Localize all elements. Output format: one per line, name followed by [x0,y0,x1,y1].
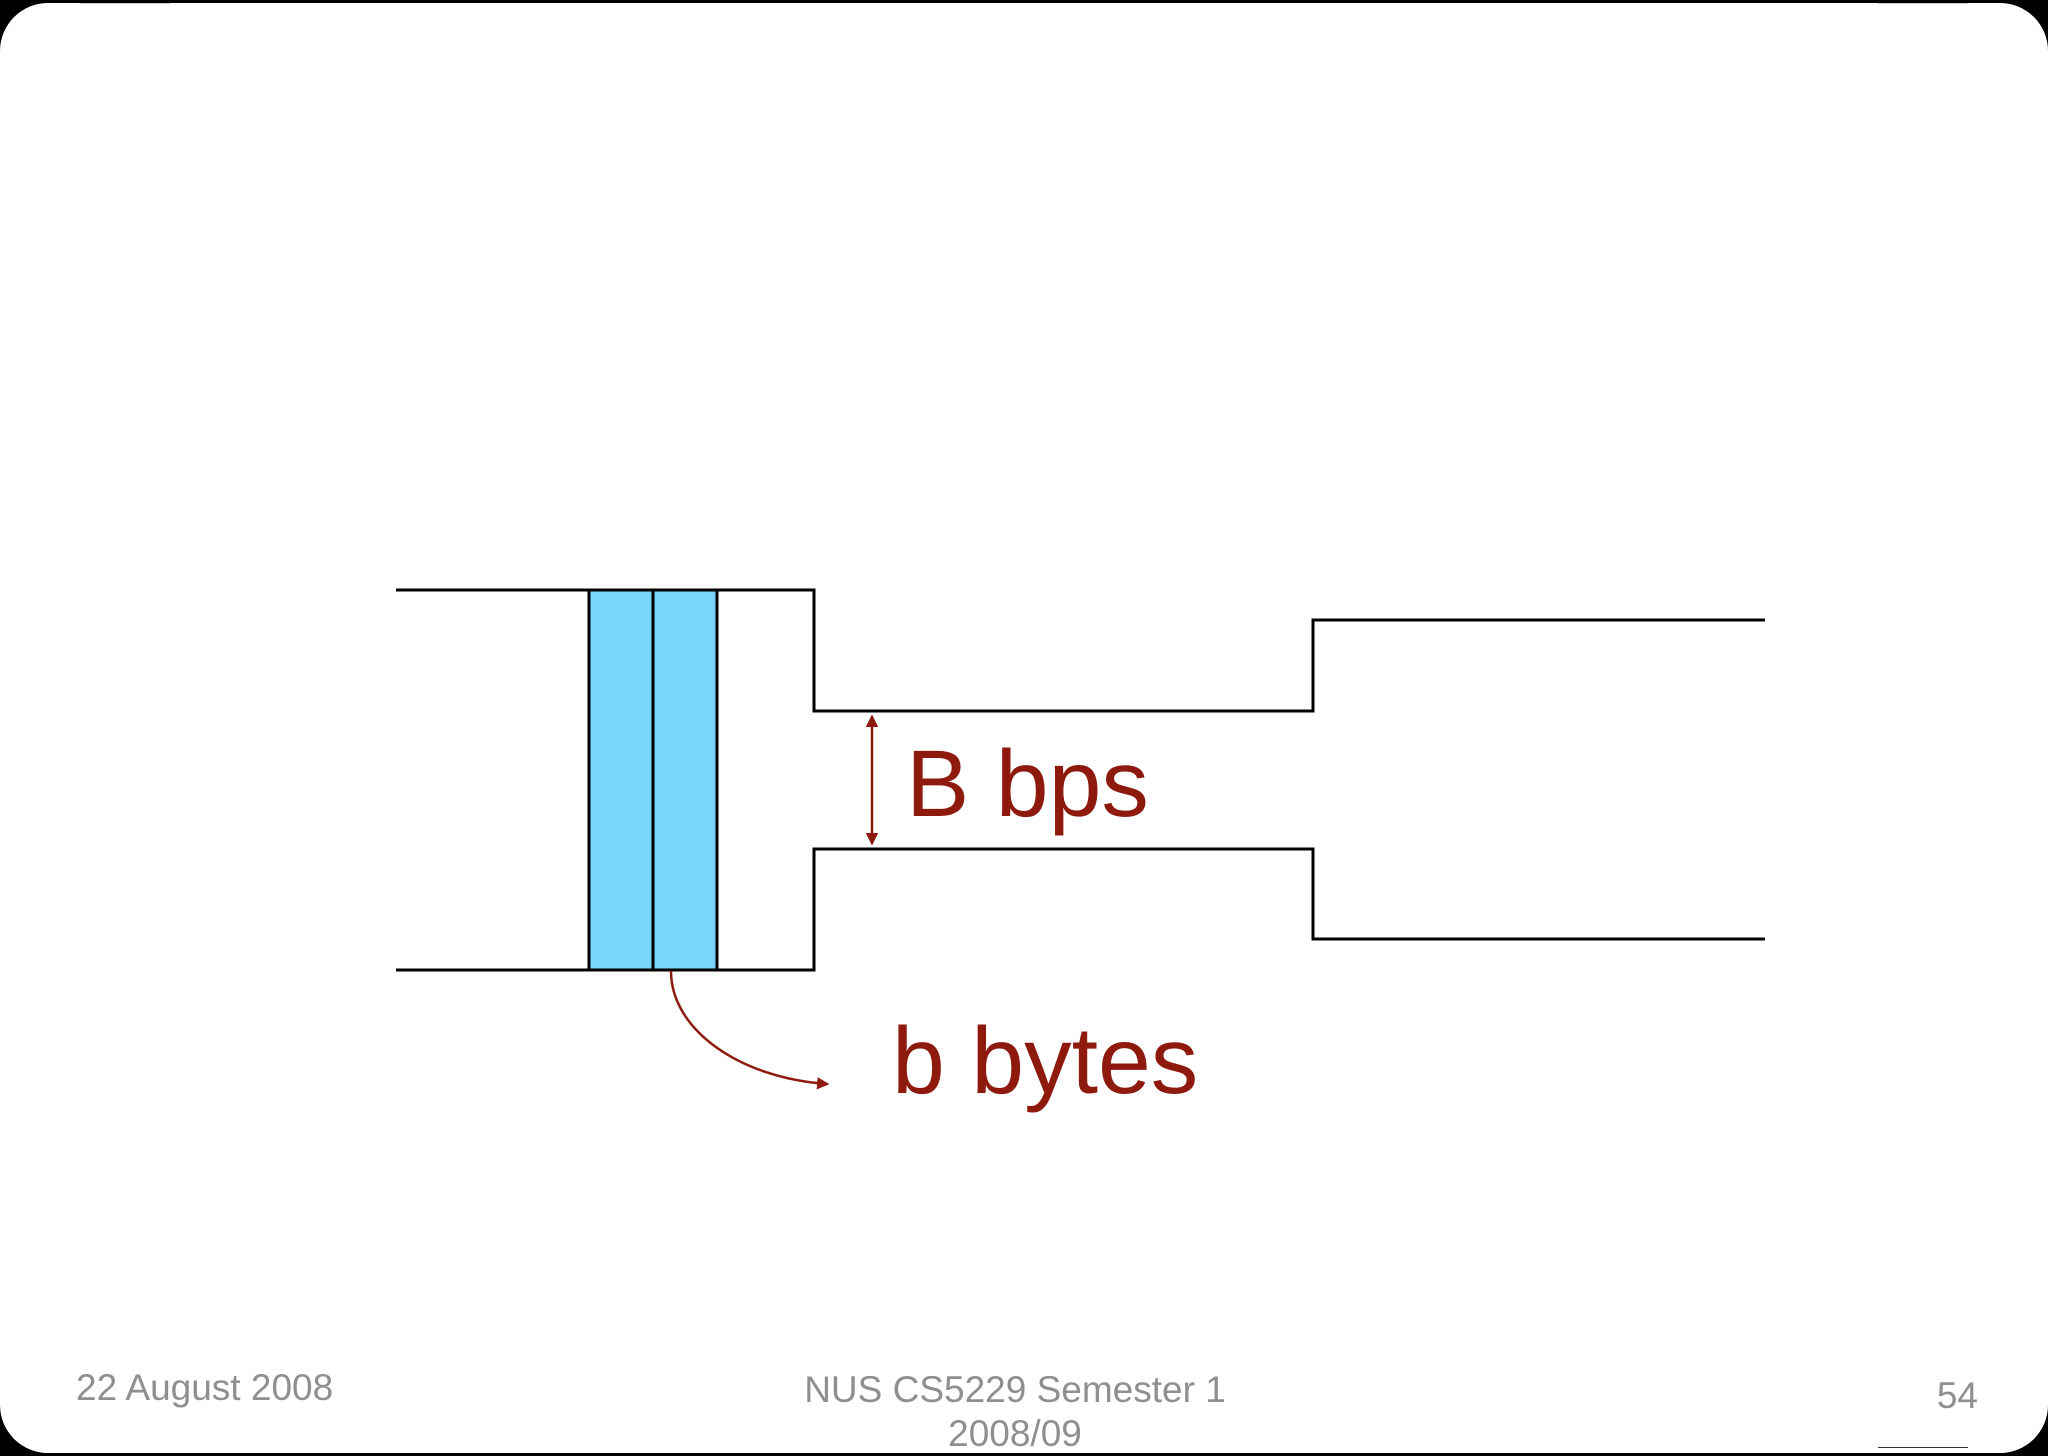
slide-corner-mark-top-right [1878,3,1968,4]
pipe-top-outline [396,588,1765,713]
packet-size-arrow [669,970,830,1090]
slide-corner-mark-top-left [80,3,170,4]
footer-course: NUS CS5229 Semester 1 2008/09 [600,1368,1430,1456]
page-number: 54 [1936,1375,1978,1416]
pipe-bottom-outline [396,847,1765,972]
footer-date: 22 August 2008 [76,1367,334,1408]
packet-block-left [587,588,655,972]
slide [0,3,2048,1453]
bandwidth-label: B bps [906,731,1149,837]
packet-block-right [651,588,719,972]
footer-course-line1: NUS CS5229 Semester 1 [804,1369,1226,1410]
packet-size-label: b bytes [892,1008,1198,1114]
footer-course-line2: 2008/09 [948,1413,1082,1454]
slide-corner-mark-bottom-right [1878,1447,1968,1448]
